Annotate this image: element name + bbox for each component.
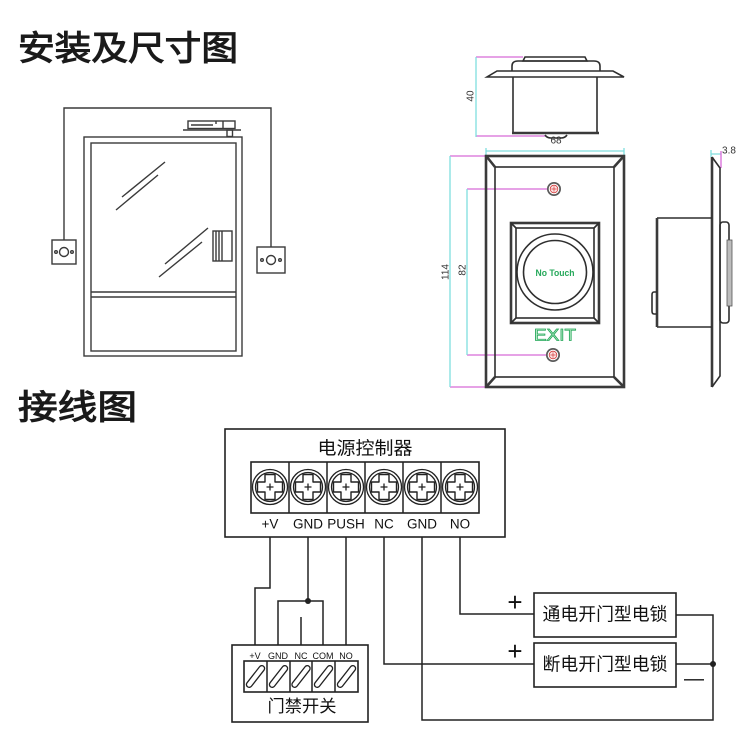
screw-spacing-dimension-label: 82 [458,264,469,276]
top-mount-screw-icon [546,181,562,197]
no-touch-label: No Touch [536,268,575,278]
power-controller-title: 电源控制器 [318,439,413,460]
lock-fail-safe: 断电开门型电锁 + [507,636,677,688]
terminal-screw-icon [251,468,289,506]
sensor-ring [516,233,594,311]
button-top-view: 40 68 [466,56,625,147]
lock-label: 通电开门型电锁 [543,605,668,626]
lock-label: 断电开门型电锁 [543,655,668,676]
exit-label: EXIT [534,326,576,345]
wire-pv [254,537,271,645]
positive-terminal-symbol: + [507,587,522,617]
installation-title: 安装及尺寸图 [18,29,238,69]
wiring [254,537,716,721]
access-switch-title: 门禁开关 [268,697,337,717]
button-front-view: 114 82 No Touch EXIT [441,148,626,389]
terminal-label-nc: NC [374,517,394,532]
wiring-title: 接线图 [18,388,137,428]
sensor-window [522,239,588,305]
wire-nc [383,537,534,665]
terminal-screw-icon [327,468,365,506]
door-installation-drawing [51,107,286,357]
height-dimension-label: 114 [441,264,452,280]
depth-dimension-label: 40 [466,90,477,102]
sensor-bezel [509,221,601,325]
switch-terminal-label-no: NO [339,651,353,661]
door-panel [90,142,237,352]
switch-terminal-label-gnd: GND [268,651,289,661]
door-crossbar [91,291,236,298]
door-frame [83,136,243,357]
negative-terminal-symbol: — [684,668,704,690]
junction-dot [710,661,716,667]
access-switch: +V GND NC COM NO 门禁开关 [231,644,369,723]
bottom-mount-screw-icon [545,347,561,363]
terminal-screw-icon [365,468,403,506]
terminal-screw-icon [403,468,441,506]
terminal-label-gnd: GND [293,517,323,532]
terminal-screw-icon [289,468,327,506]
glass-reflection [115,161,209,278]
button-side-view: 3.8 [651,146,736,388]
positive-terminal-symbol: + [507,636,522,666]
lock-box [533,592,677,638]
installation-wire [63,107,272,247]
terminal-label-push: PUSH [327,517,365,532]
terminal-label-pv: +V [262,517,279,532]
junction-dot [305,598,311,604]
wall-button-right [256,246,286,274]
terminal-screw-icon [441,468,479,506]
door-handle-icon [212,230,233,262]
wall-button-left [51,239,77,265]
wire-gnd-com-bridge [277,600,324,645]
switch-terminal-label-nc: NC [295,651,308,661]
door-closer-icon [183,120,241,138]
lock-fail-secure: 通电开门型电锁 + [507,587,677,638]
lock-box [533,642,677,688]
terminal-label-no: NO [450,517,470,532]
switch-terminal-label-pv: +V [249,651,260,661]
faceplate-outer [484,154,626,389]
power-controller: 电源控制器 +V GND PUSH NC GND NO [224,428,506,538]
wire-gnd-return [421,537,714,721]
width-dimension-label: 68 [550,136,562,147]
terminal-label-gnd2: GND [407,517,437,532]
plate-thickness-label: 3.8 [722,146,736,157]
faceplate-inner [494,166,615,378]
switch-terminal-label-com: COM [313,651,334,661]
wire-no [459,537,534,615]
